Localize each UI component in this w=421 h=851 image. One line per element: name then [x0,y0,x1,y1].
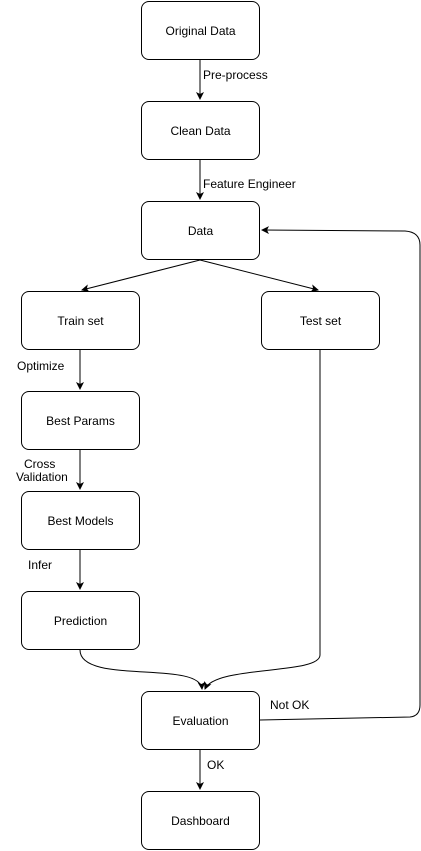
edge-label-validation: Validation [16,470,68,484]
node-best-params: Best Params [21,391,140,450]
node-best-models: Best Models [21,491,140,550]
node-test-set: Test set [261,291,380,350]
node-dashboard-label: Dashboard [171,813,230,828]
node-prediction-label: Prediction [53,613,108,628]
edge-label-preprocess: Pre-process [203,68,268,82]
node-data: Data [141,201,260,260]
node-best-params-label: Best Params [46,413,115,428]
edge-label-feature-engineer: Feature Engineer [203,177,296,191]
edge-prediction-to-evaluation [79,649,206,690]
edge-label-cross: Cross [24,457,56,471]
edge-label-not-ok: Not OK [270,698,310,712]
node-evaluation: Evaluation [141,691,260,750]
node-clean-data-label: Clean Data [170,123,231,138]
edge-test-to-evaluation [204,350,321,690]
node-original-data-label: Original Data [165,23,236,38]
edge-data-to-train [81,259,201,293]
node-evaluation-label: Evaluation [172,713,229,728]
node-data-label: Data [187,223,214,238]
node-prediction: Prediction [21,591,140,650]
edge-evaluation-to-data-loop [259,226,421,721]
node-train-set: Train set [21,291,140,350]
node-clean-data: Clean Data [141,101,260,160]
edge-data-to-test [199,259,319,293]
node-best-models-label: Best Models [47,513,114,528]
edge-label-infer: Infer [28,558,53,572]
edge-label-ok: OK [207,758,225,772]
node-test-set-label: Test set [299,313,342,328]
node-original-data: Original Data [141,1,260,60]
node-dashboard: Dashboard [141,791,260,850]
node-train-set-label: Train set [57,313,104,328]
edge-label-optimize: Optimize [17,359,65,373]
